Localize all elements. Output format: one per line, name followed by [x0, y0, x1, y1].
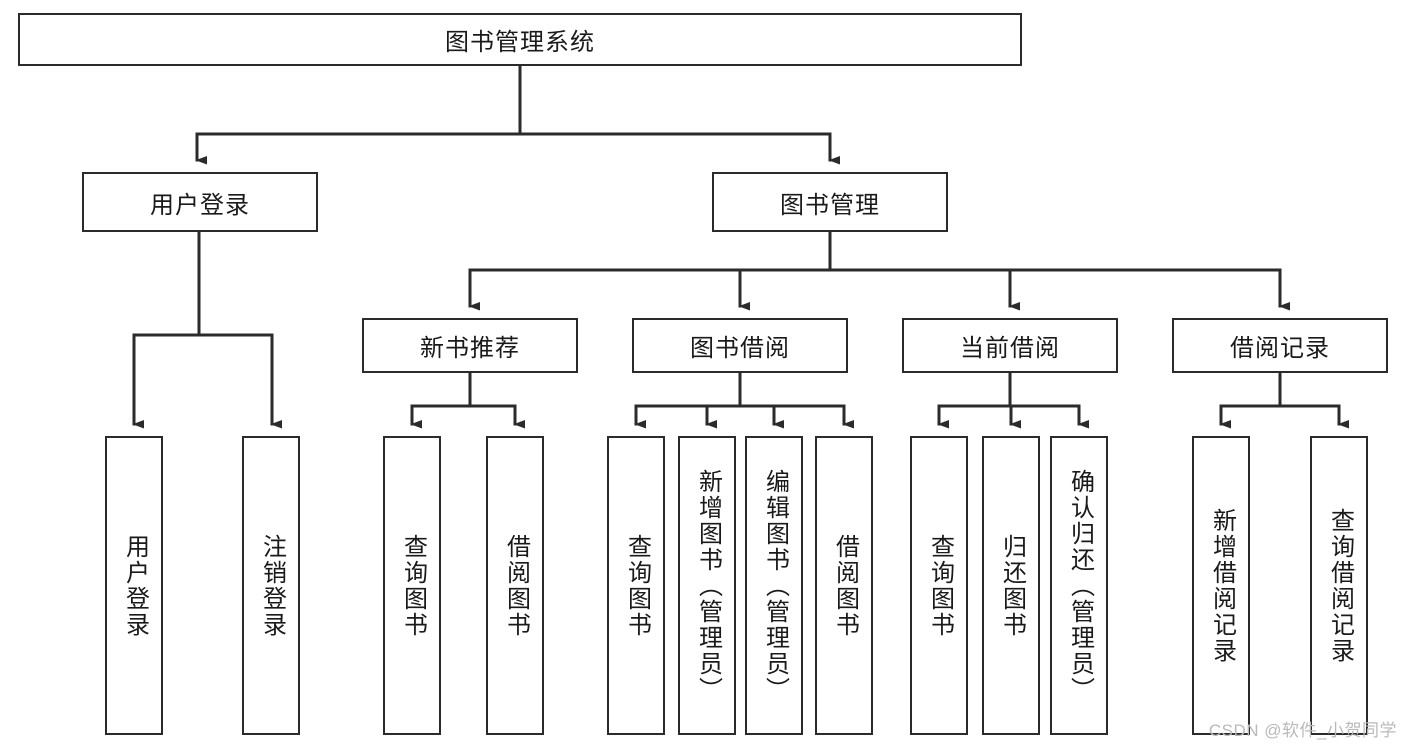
node-leaf-label: 新增借阅记录: [1208, 507, 1236, 664]
node-current-borrow-label: 当前借阅: [960, 335, 1060, 362]
node-leaf-label: 归还图书: [998, 533, 1026, 638]
node-leaf-edit-book-admin[interactable]: 编辑图书（管理员）: [745, 436, 803, 735]
node-leaf-add-borrow-record[interactable]: 新增借阅记录: [1192, 436, 1250, 735]
node-leaf-confirm-return-admin[interactable]: 确认归还（管理员）: [1050, 436, 1108, 735]
node-user-login[interactable]: 用户登录: [82, 172, 318, 232]
node-current-borrow[interactable]: 当前借阅: [902, 318, 1118, 373]
csdn-watermark: CSDN @软件_小贺同学: [1208, 721, 1397, 740]
node-leaf-return-book[interactable]: 归还图书: [982, 436, 1040, 735]
node-leaf-label: 编辑图书（管理员）: [761, 468, 789, 703]
node-leaf-query-borrow-record[interactable]: 查询借阅记录: [1310, 436, 1368, 735]
node-root-label: 图书管理系统: [445, 29, 595, 56]
node-leaf-add-book-admin[interactable]: 新增图书（管理员）: [678, 436, 736, 735]
node-book-management-label: 图书管理: [780, 191, 880, 219]
node-leaf-label: 用户登录: [121, 533, 149, 638]
node-borrow-record-label: 借阅记录: [1230, 335, 1330, 362]
node-leaf-label: 新增图书（管理员）: [694, 468, 722, 703]
node-leaf-label: 查询图书: [399, 533, 427, 638]
node-leaf-logout[interactable]: 注销登录: [242, 436, 300, 735]
node-leaf-label: 借阅图书: [502, 533, 530, 638]
node-borrow-record[interactable]: 借阅记录: [1172, 318, 1388, 373]
node-new-book-recommend-label: 新书推荐: [420, 335, 520, 362]
node-leaf-label: 注销登录: [258, 533, 286, 638]
node-leaf-label: 确认归还（管理员）: [1066, 468, 1094, 703]
node-root[interactable]: 图书管理系统: [18, 13, 1022, 66]
node-leaf-query-book-cb[interactable]: 查询图书: [910, 436, 968, 735]
node-leaf-label: 查询借阅记录: [1326, 507, 1354, 664]
node-leaf-query-book-nbr[interactable]: 查询图书: [383, 436, 441, 735]
node-leaf-label: 查询图书: [926, 533, 954, 638]
node-new-book-recommend[interactable]: 新书推荐: [362, 318, 578, 373]
node-leaf-label: 借阅图书: [831, 533, 859, 638]
node-leaf-borrow-book-bb[interactable]: 借阅图书: [815, 436, 873, 735]
node-book-borrow-label: 图书借阅: [690, 335, 790, 362]
node-leaf-user-login[interactable]: 用户登录: [105, 436, 163, 735]
node-book-borrow[interactable]: 图书借阅: [632, 318, 848, 373]
node-leaf-label: 查询图书: [623, 533, 651, 638]
node-book-management[interactable]: 图书管理: [712, 172, 948, 232]
node-user-login-label: 用户登录: [150, 191, 250, 219]
node-leaf-query-book-bb[interactable]: 查询图书: [607, 436, 665, 735]
node-leaf-borrow-book-nbr[interactable]: 借阅图书: [486, 436, 544, 735]
